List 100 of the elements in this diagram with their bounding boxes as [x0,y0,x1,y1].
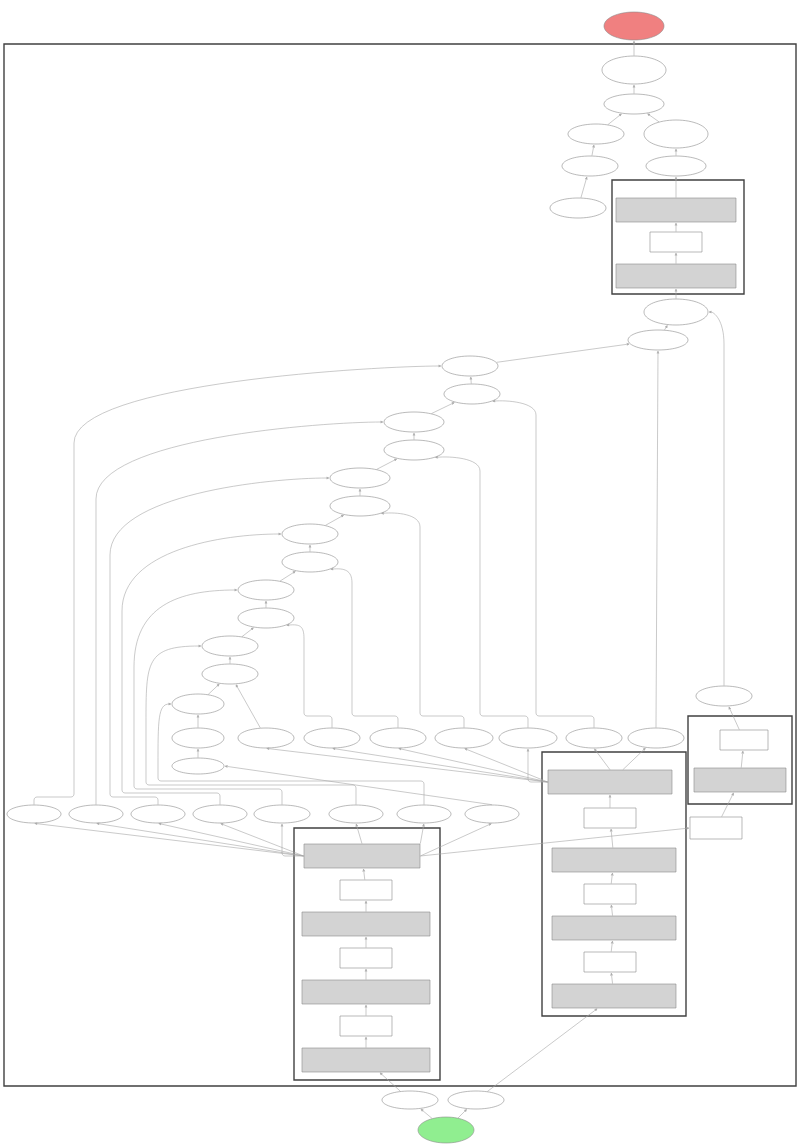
box-node [339,1015,393,1037]
arrow [376,458,397,470]
arrow [496,343,630,363]
box-node [551,915,677,941]
ellipse-node [237,607,295,629]
ellipse-node [171,757,225,775]
arrow [655,350,660,728]
ellipse-node [603,11,665,41]
arrow [435,456,529,728]
arrow [607,113,622,125]
ellipse-node [201,635,259,657]
ellipse-node [130,804,186,824]
ellipse-node [464,804,520,824]
arrow [610,940,614,952]
ellipse-node [603,93,665,115]
box-node [689,816,743,840]
arrow [610,972,613,984]
arrow [721,792,734,817]
ellipse-node [565,727,623,749]
arrow [95,420,384,805]
arrow [728,706,740,730]
arrow [591,144,595,157]
box-node [547,769,673,795]
ellipse-node [329,495,391,517]
box-node [301,979,431,1005]
ellipse-node [417,1116,475,1144]
arrow [280,823,304,857]
arrow [664,325,668,331]
arrow [220,823,304,857]
arrow [279,571,296,582]
box-node [615,263,737,289]
arrow [158,822,304,857]
box-node [583,807,637,829]
ellipse-node [643,298,709,326]
arrow [381,512,465,728]
ellipse-node [281,551,339,573]
arrow [469,376,473,385]
box-node [583,883,637,905]
ellipse-node [443,383,501,405]
ellipse-node [549,197,607,219]
box-node [719,729,769,751]
ellipse-node [329,467,391,489]
ellipse-node [192,804,248,824]
ellipse-node [383,439,445,461]
box-node [301,1047,431,1073]
ellipse-node [396,804,452,824]
arrow [224,765,493,805]
arrow [594,748,611,770]
arrow [121,532,282,805]
ellipse-node [253,804,311,824]
box-node [615,197,737,223]
ellipse-node [6,804,62,824]
ellipse-node [645,155,707,177]
arrow [398,747,548,783]
arrow [740,750,744,768]
arrow [610,904,613,916]
arrow [33,364,442,805]
arrow [420,827,690,857]
cluster-frame [687,715,793,805]
ellipse-node [237,579,295,601]
ellipse-node [627,329,689,351]
box-node [583,951,637,973]
arrow [487,1008,598,1092]
arrow [708,310,725,686]
ellipse-node [695,685,753,707]
arrow [133,588,283,805]
arrow [355,823,363,844]
cluster-frame [611,179,745,295]
ellipse-node [369,727,427,749]
ellipse-node [627,727,685,749]
arrow [362,868,366,880]
box-node [649,231,703,253]
ellipse-node [68,804,124,824]
box-node [339,879,393,901]
ellipse-node [447,1090,505,1110]
ellipse-node [281,523,339,545]
arrow [109,476,330,805]
arrow [420,1108,433,1119]
ellipse-node [201,663,259,685]
box-node [339,947,393,969]
ellipse-node [561,155,619,177]
arrow [464,748,548,783]
arrow [379,1072,401,1092]
box-node [303,843,421,869]
arrow [286,623,333,728]
ellipse-node [601,55,667,85]
ellipse-node [171,693,225,715]
box-node [693,767,787,793]
arrow [241,627,254,637]
arrow [610,828,614,848]
arrow [647,113,660,123]
box-node [551,983,677,1009]
arrow [580,176,588,199]
arrow [610,872,614,884]
arrow [420,823,425,844]
arrow [526,748,548,783]
ellipse-node [328,804,384,824]
arrow [622,747,646,770]
box-node [551,847,677,873]
ellipse-node [441,355,499,377]
